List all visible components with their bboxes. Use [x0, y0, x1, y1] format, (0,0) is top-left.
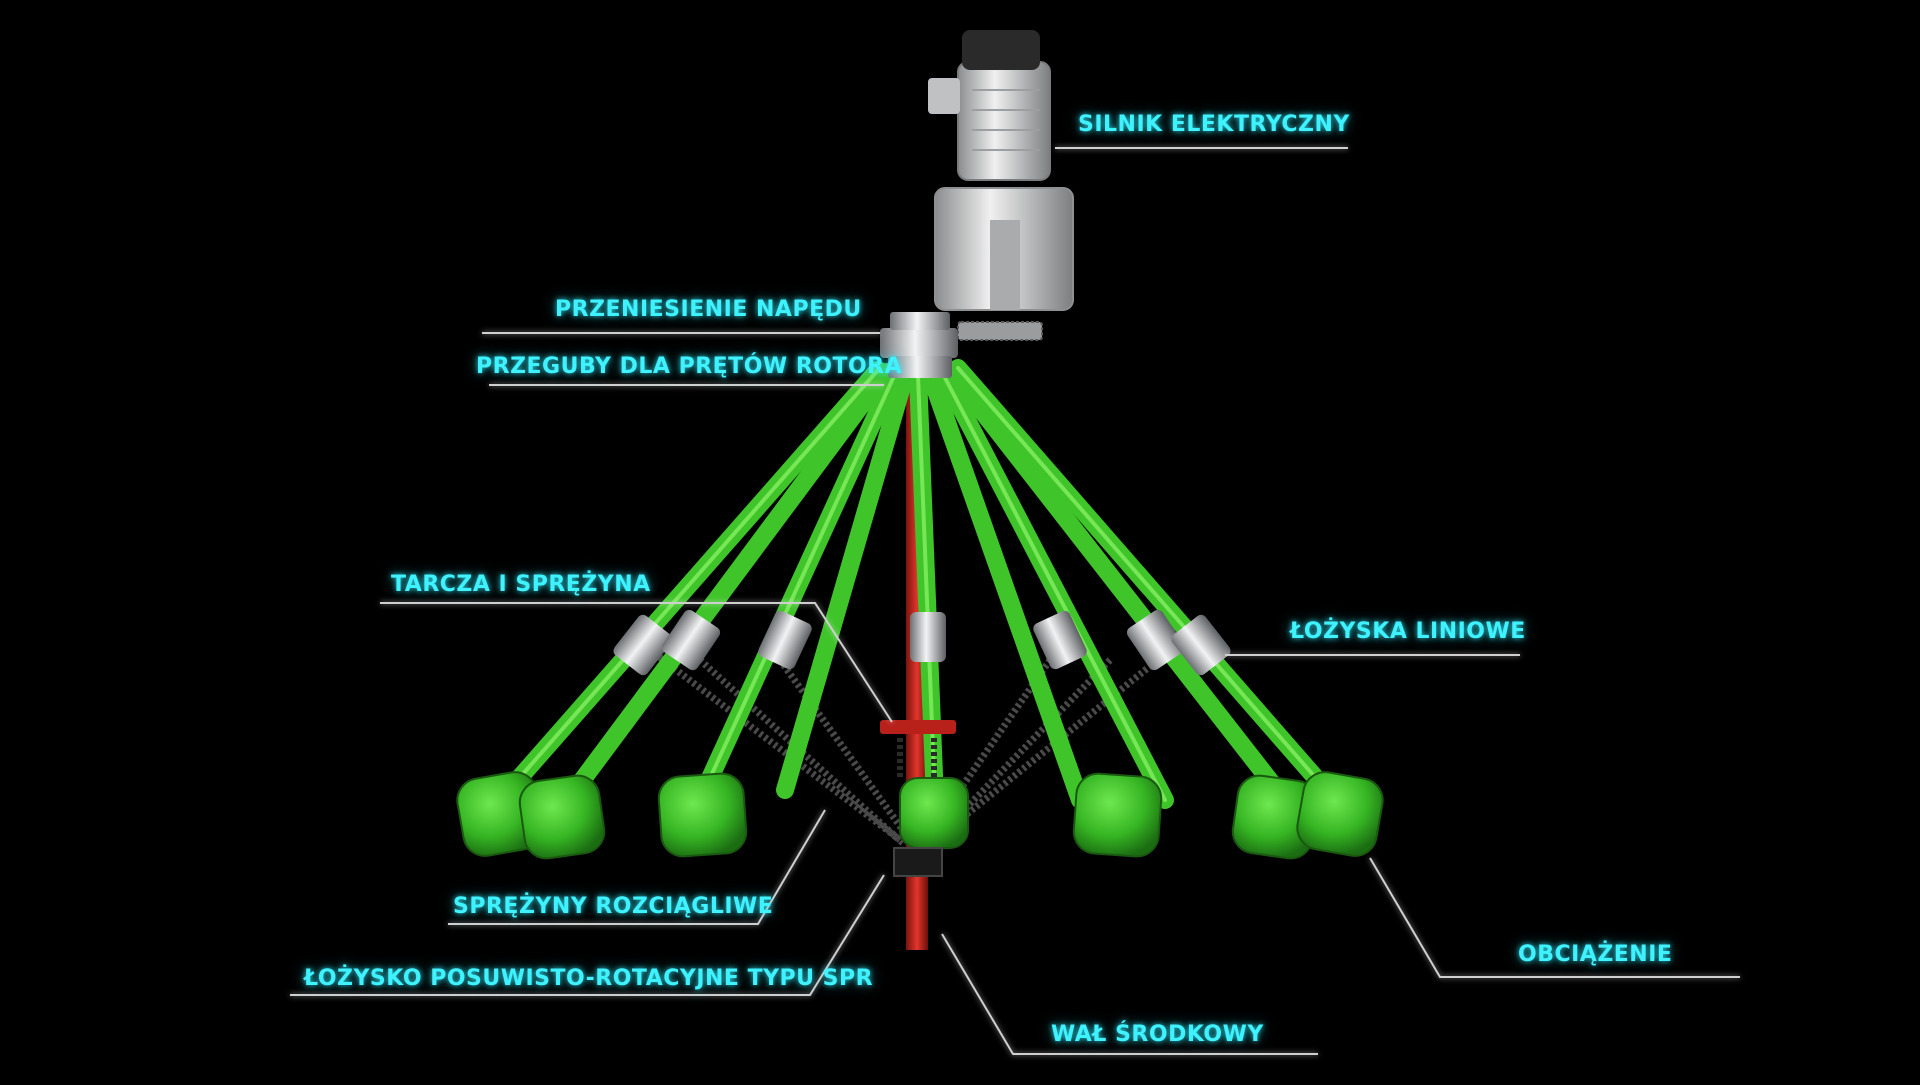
linear-bearings — [613, 609, 1231, 676]
label-tension-springs: SPRĘŻYNY ROZCIĄGLIWE — [453, 894, 774, 919]
label-motor: SILNIK ELEKTRYCZNY — [1078, 112, 1350, 137]
leader-disc-spring — [380, 602, 893, 723]
leader-spr-bearing — [290, 874, 885, 996]
label-drive: PRZENIESIENIE NAPĘDU — [555, 297, 862, 322]
label-joints: PRZEGUBY DLA PRĘTÓW ROTORA — [476, 354, 903, 379]
load-weights — [456, 771, 1384, 860]
leader-lines — [290, 147, 1740, 1055]
leader-tension-springs — [448, 809, 826, 925]
drive-gear — [957, 321, 1043, 341]
spr-bearing — [893, 847, 943, 877]
label-central-shaft: WAŁ ŚRODKOWY — [1051, 1022, 1264, 1047]
label-linear-bearings: ŁOŻYSKA LINIOWE — [1290, 619, 1526, 644]
electric-motor — [928, 30, 1051, 181]
label-spr-bearing: ŁOŻYSKO POSUWISTO-ROTACYJNE TYPU SPR — [304, 966, 874, 991]
disc-and-spring — [880, 720, 956, 734]
label-load: OBCIĄŻENIE — [1518, 942, 1673, 967]
label-disc-spring: TARCZA I SPRĘŻYNA — [391, 572, 651, 597]
joint-hub — [880, 312, 958, 378]
leader-central-shaft — [941, 933, 1318, 1055]
leader-load — [1369, 857, 1740, 978]
